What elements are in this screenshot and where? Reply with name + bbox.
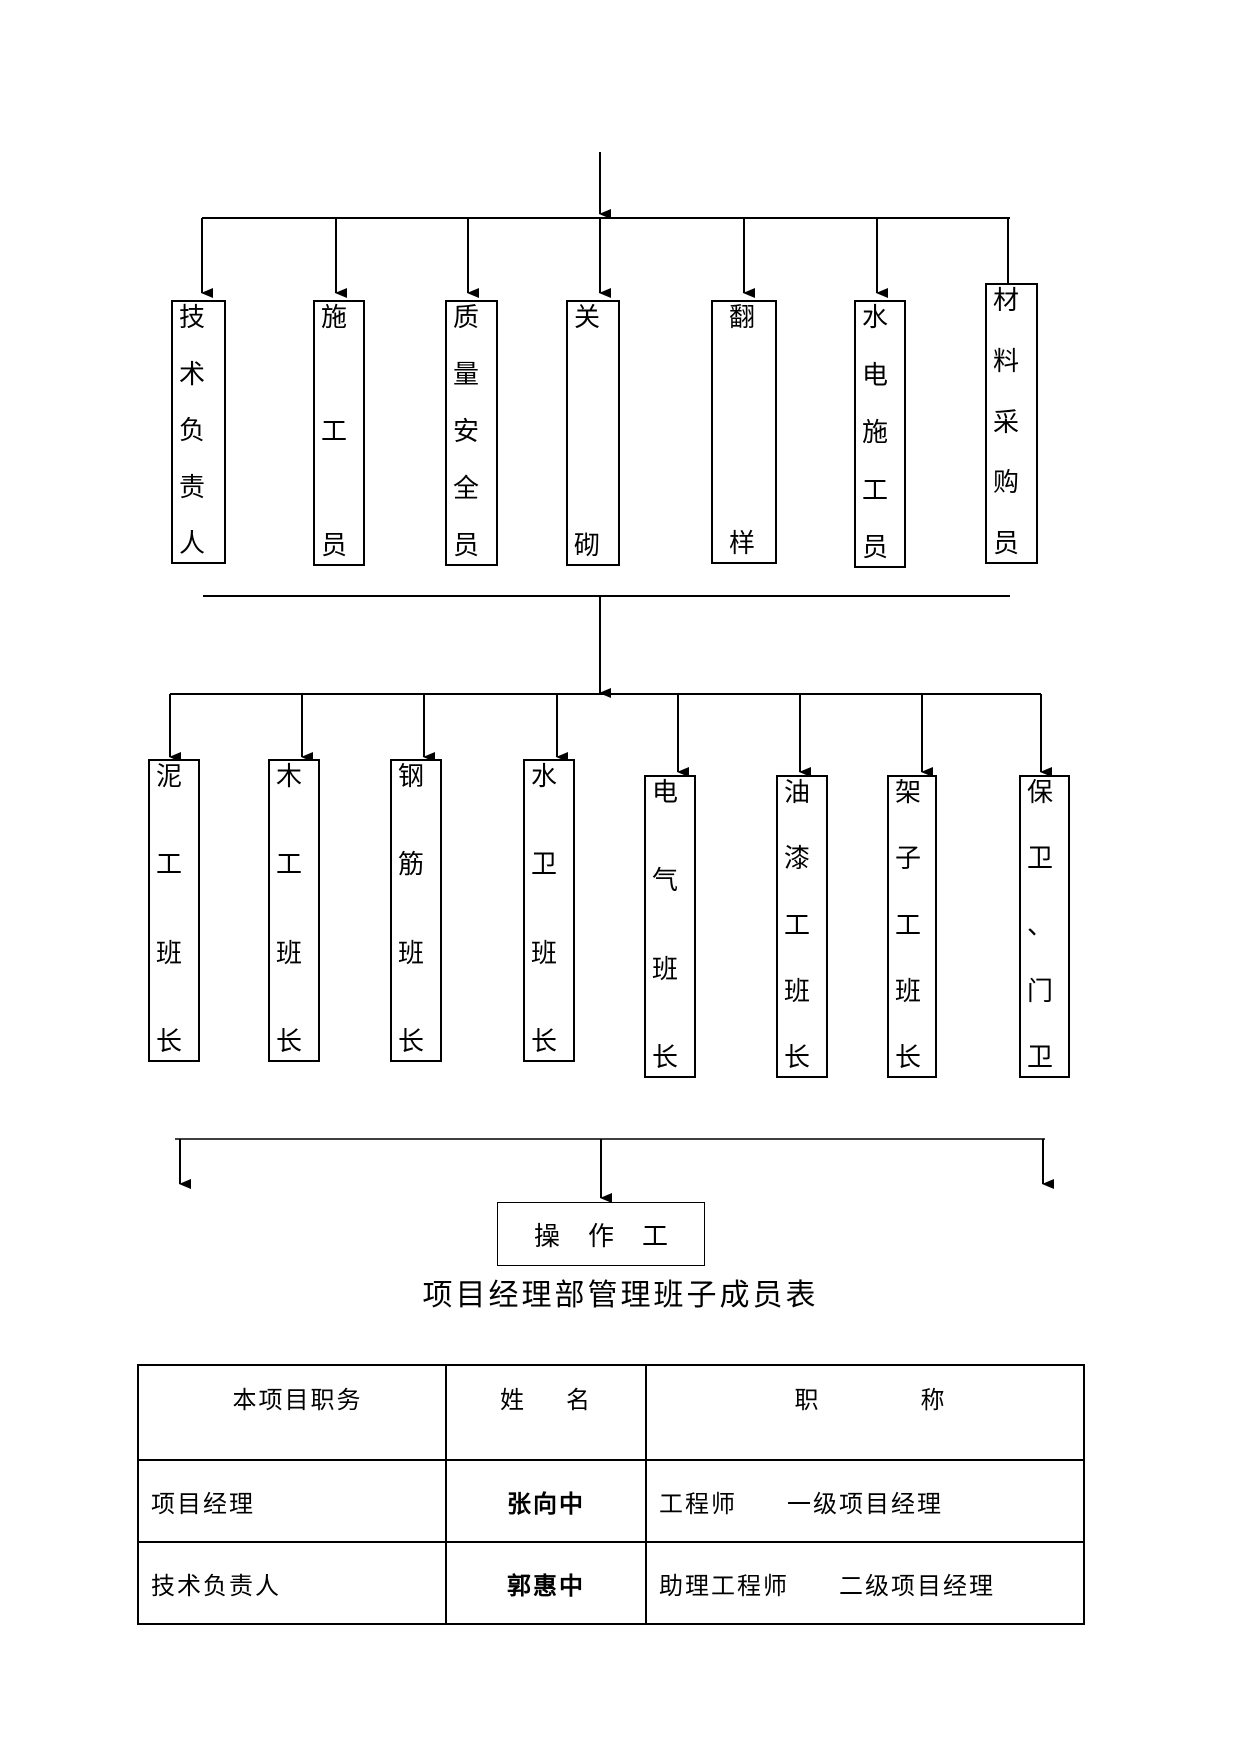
box-scaffold-foreman: 架 子 工 班 长 — [887, 775, 937, 1078]
box-quality-safety: 质 量 安 全 员 — [445, 300, 498, 566]
header-name: 姓名 — [445, 1364, 647, 1461]
cell-role: 技术负责人 — [137, 1541, 447, 1625]
table-row: 项目经理 张向中 工程师一级项目经理 — [137, 1459, 1085, 1543]
box-water-electric: 水 电 施 工 员 — [854, 300, 906, 568]
box-electrical-foreman: 电 气 班 长 — [644, 775, 696, 1078]
table-row: 技术负责人 郭惠中 助理工程师二级项目经理 — [137, 1541, 1085, 1625]
box-fan-yang: 翻 样 — [711, 300, 777, 564]
box-painting-foreman: 油 漆 工 班 长 — [776, 775, 828, 1078]
header-title: 职称 — [645, 1364, 1085, 1461]
box-construction-staff: 施 工 员 — [313, 300, 365, 566]
box-materials-purchasing: 材 料 采 购 员 — [985, 283, 1038, 564]
box-guan-qi: 关 砌 — [566, 300, 620, 566]
box-security-guard: 保 卫 、 门 卫 — [1019, 775, 1070, 1078]
box-rebar-foreman: 钢 筋 班 长 — [390, 759, 442, 1062]
box-masonry-foreman: 泥 工 班 长 — [148, 759, 200, 1062]
box-carpentry-foreman: 木 工 班 长 — [268, 759, 320, 1062]
cell-title: 助理工程师二级项目经理 — [645, 1541, 1085, 1625]
header-role: 本项目职务 — [137, 1364, 447, 1461]
members-table: 本项目职务 姓名 职称 项目经理 张向中 工程师一级项目经理 技术负责人 郭惠中… — [137, 1364, 1085, 1625]
box-tech-lead: 技 术 负 责 人 — [171, 300, 226, 564]
table-title: 项目经理部管理班子成员表 — [422, 1278, 819, 1313]
cell-role: 项目经理 — [137, 1459, 447, 1543]
cell-title: 工程师一级项目经理 — [645, 1459, 1085, 1543]
box-plumbing-foreman: 水 卫 班 长 — [523, 759, 575, 1062]
cell-name: 张向中 — [445, 1459, 647, 1543]
table-header-row: 本项目职务 姓名 职称 — [137, 1364, 1085, 1461]
cell-name: 郭惠中 — [445, 1541, 647, 1625]
box-operator: 操 作 工 — [497, 1202, 705, 1266]
